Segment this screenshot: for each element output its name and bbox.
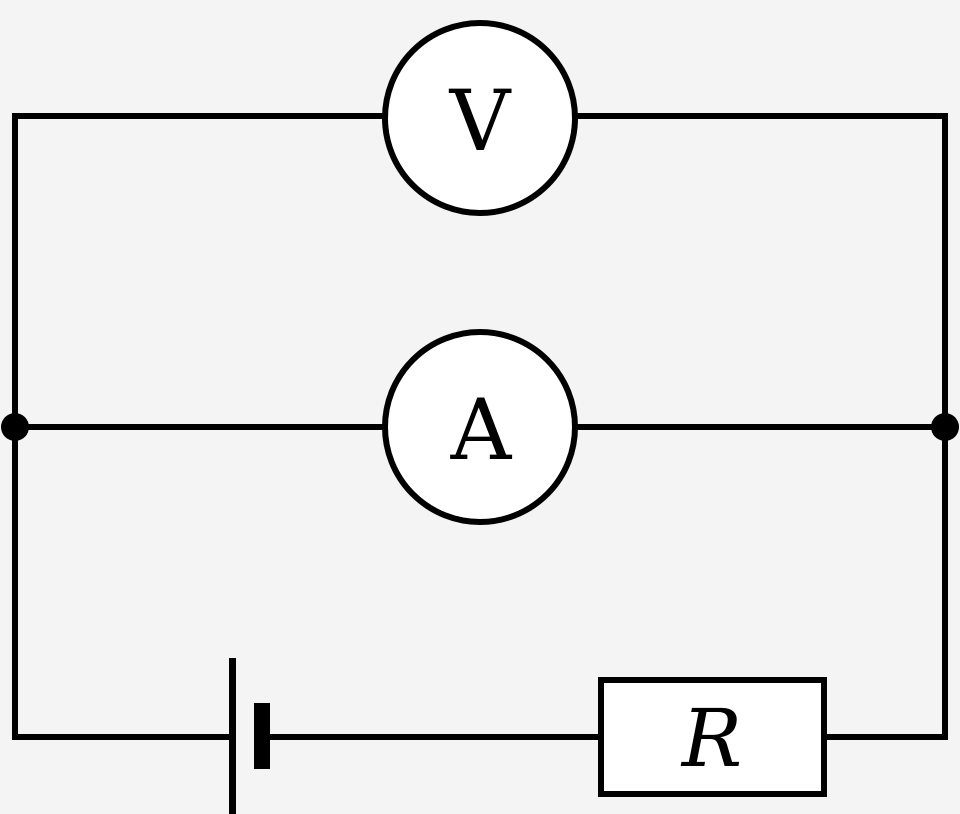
junction-right bbox=[931, 413, 959, 441]
ammeter-branch: A bbox=[12, 329, 948, 525]
voltmeter-circle bbox=[382, 20, 578, 216]
resistor-box bbox=[598, 677, 827, 797]
ammeter: A bbox=[382, 329, 578, 525]
ammeter-circle bbox=[382, 329, 578, 525]
voltmeter: V bbox=[382, 20, 578, 216]
battery-icon bbox=[229, 658, 270, 814]
resistor-label: R bbox=[680, 692, 742, 785]
junction-left bbox=[1, 413, 29, 441]
resistor: R bbox=[598, 677, 827, 797]
ammeter-label: A bbox=[450, 381, 513, 479]
voltmeter-branch: V bbox=[12, 20, 948, 216]
battery-long-plate bbox=[229, 658, 236, 814]
battery-short-plate bbox=[254, 703, 270, 769]
voltmeter-label: V bbox=[449, 72, 512, 170]
bottom-branch: R bbox=[12, 658, 948, 814]
